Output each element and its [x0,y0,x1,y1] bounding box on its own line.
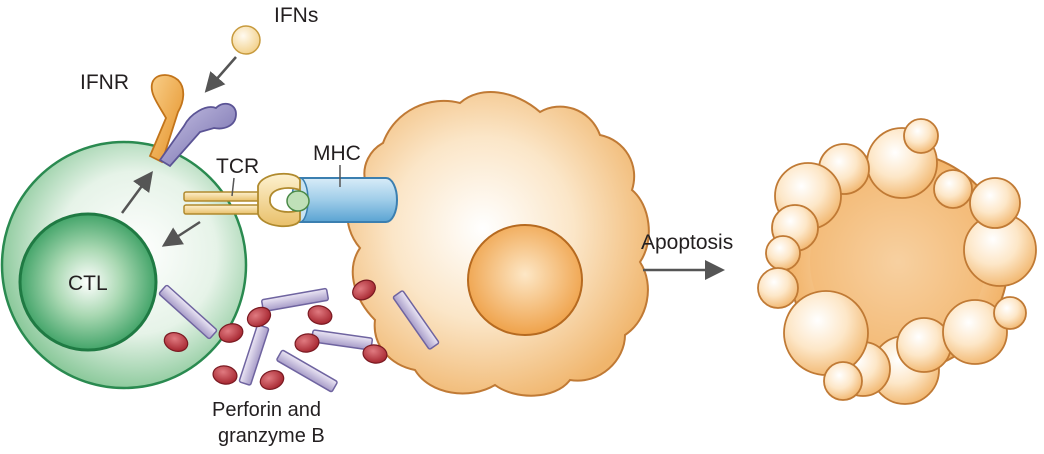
apoptotic-blebs [757,118,1037,405]
tcr-label: TCR [216,155,259,178]
apoptotic-bleb [903,118,939,154]
target-cell [346,91,650,397]
granzyme-granule [218,323,244,343]
apoptotic-bleb [942,299,1008,365]
granzyme-granule [246,306,272,328]
ifnr-label: IFNR [80,71,129,94]
ifnr-purple-chain [158,102,237,168]
granzyme-granule [362,344,388,364]
perforin-rod [238,324,270,386]
apoptotic-bleb [765,235,801,271]
perforin-granzyme-label-line1: Perforin and [212,399,321,421]
perforin-rod [392,290,440,350]
granzyme-granule [352,279,376,301]
ifn-receptor [148,74,237,168]
tcr-molecule [183,172,310,228]
apoptotic-bleb [783,290,869,376]
ctl-label: CTL [68,272,108,295]
granzyme-granule [259,369,285,391]
apoptotic-bleb [993,296,1027,330]
granzyme-granule [294,333,320,353]
perforin-rod [261,287,329,313]
apoptosis-label: Apoptosis [641,231,733,254]
ctl-cell [0,140,248,390]
apoptotic-bleb [757,267,799,309]
ifns-label: IFNs [274,4,318,27]
mhc-label: MHC [313,142,361,165]
perforin-rod [310,329,374,351]
tcr-to-nucleus-arrow [161,220,201,247]
tcr-leader-line [231,177,235,197]
signal-arrows [120,56,725,280]
apoptotic-cell [757,118,1037,405]
perforin-rod [276,349,338,393]
granzyme-granule [212,365,238,385]
apoptotic-bleb [933,169,973,209]
apoptotic-bleb [969,177,1021,229]
ctl-to-ifnr-arrow [120,170,153,214]
perforin-rod [158,284,218,340]
target-cell-nucleus [467,224,583,336]
peptide-antigen [286,190,310,212]
apoptotic-bleb [823,361,863,401]
ifn-binding-arrow [204,56,237,93]
granzyme-granule [307,305,333,325]
ctl-nucleus [18,212,158,352]
granzyme-granules [163,279,388,391]
granzyme-granule [163,331,189,353]
ifn-molecule [231,25,261,55]
ifnr-orange-chain [148,74,185,164]
perforin-granzyme-label-line2: granzyme B [218,425,325,447]
